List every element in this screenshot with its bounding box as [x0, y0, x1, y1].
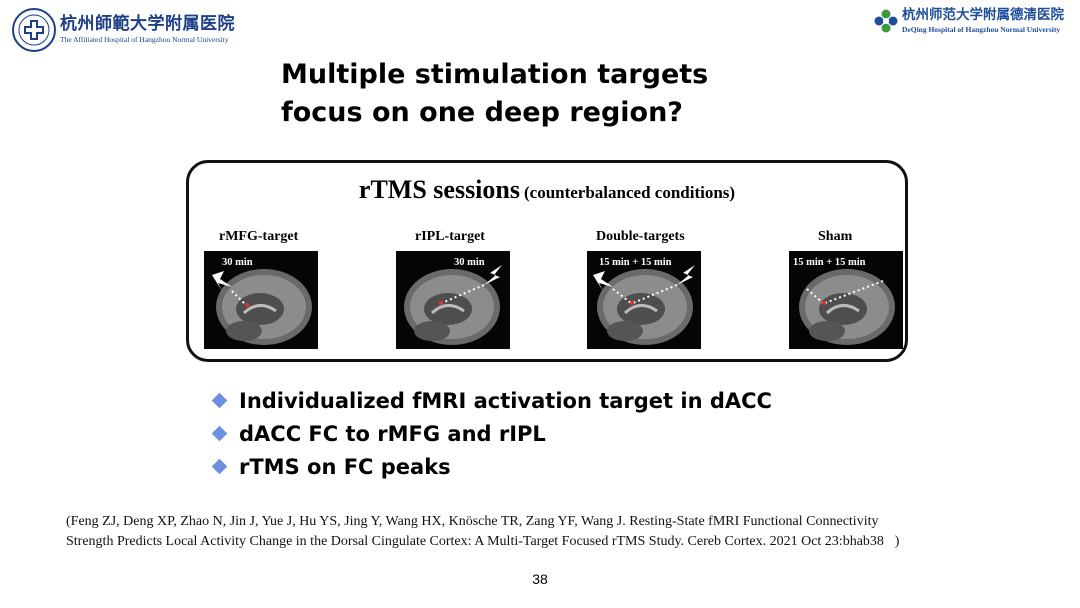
lightning-bolt-icon — [484, 265, 502, 285]
duration-ripl: 30 min — [454, 257, 485, 268]
bullet-item: dACC FC to rMFG and rIPL — [210, 417, 772, 450]
condition-label-double: Double-targets — [596, 229, 685, 244]
bullet-item: Individualized fMRI activation target in… — [210, 384, 772, 417]
flower-logo-icon — [874, 9, 898, 33]
deqing-hospital-logo: 杭州师范大学附属德清医院 DeQing Hospital of Hangzhou… — [873, 8, 1064, 34]
lightning-bolt-icon — [593, 271, 613, 291]
target-dot — [439, 301, 443, 305]
brain-image-rmfg: 30 min — [204, 251, 318, 349]
duration-double: 15 min + 15 min — [599, 257, 672, 268]
bullet-text: rTMS on FC peaks — [239, 454, 451, 479]
target-dot — [245, 303, 249, 307]
page-number: 38 — [532, 571, 548, 587]
target-dot — [822, 301, 826, 305]
duration-sham: 15 min + 15 min — [793, 257, 866, 268]
panel-heading-sub: (counterbalanced conditions) — [523, 183, 736, 202]
bullet-text: Individualized fMRI activation target in… — [239, 388, 772, 413]
bullet-list: Individualized fMRI activation target in… — [210, 384, 772, 483]
condition-label-rmfg: rMFG-target — [219, 229, 299, 244]
slide-title: Multiple stimulation targets focus on on… — [281, 56, 708, 132]
brain-image-double: 15 min + 15 min — [587, 251, 701, 349]
panel-heading: rTMS sessions (counterbalanced condition… — [189, 175, 905, 205]
diamond-bullet-icon — [211, 425, 228, 442]
affiliated-hospital-logo: 杭州師範大学附属医院 The Affiliated Hospital of Ha… — [12, 8, 235, 52]
brain-image-ripl: 30 min — [396, 251, 510, 349]
citation-line1: (Feng ZJ, Deng XP, Zhao N, Jin J, Yue J,… — [66, 514, 879, 529]
lightning-bolt-icon — [212, 271, 232, 291]
condition-label-ripl: rIPL-target — [415, 229, 485, 244]
citation-line2: Strength Predicts Local Activity Change … — [66, 534, 900, 549]
deqing-hospital-name-cn: 杭州师范大学附属德清医院 — [902, 7, 1064, 23]
target-dot — [630, 301, 634, 305]
duration-rmfg: 30 min — [222, 257, 253, 268]
diamond-bullet-icon — [211, 458, 228, 475]
bullet-item: rTMS on FC peaks — [210, 450, 772, 483]
slide-title-line1: Multiple stimulation targets — [281, 59, 709, 90]
bullet-text: dACC FC to rMFG and rIPL — [239, 421, 546, 446]
diamond-bullet-icon — [211, 392, 228, 409]
hospital-name-cn: 杭州師範大学附属医院 — [60, 14, 235, 35]
hospital-name-en: The Affiliated Hospital of Hangzhou Norm… — [60, 35, 229, 45]
lightning-bolt-icon — [677, 265, 695, 285]
brain-image-sham: 15 min + 15 min — [789, 251, 903, 349]
deqing-hospital-name-en: DeQing Hospital of Hangzhou Normal Unive… — [902, 24, 1061, 34]
citation: (Feng ZJ, Deng XP, Zhao N, Jin J, Yue J,… — [66, 512, 1026, 552]
panel-heading-main: rTMS sessions — [358, 175, 520, 204]
slide-title-line2: focus on one deep region? — [281, 97, 683, 128]
rtms-sessions-panel: rTMS sessions (counterbalanced condition… — [186, 160, 908, 362]
condition-label-sham: Sham — [818, 229, 853, 244]
hospital-seal-icon — [12, 8, 56, 52]
